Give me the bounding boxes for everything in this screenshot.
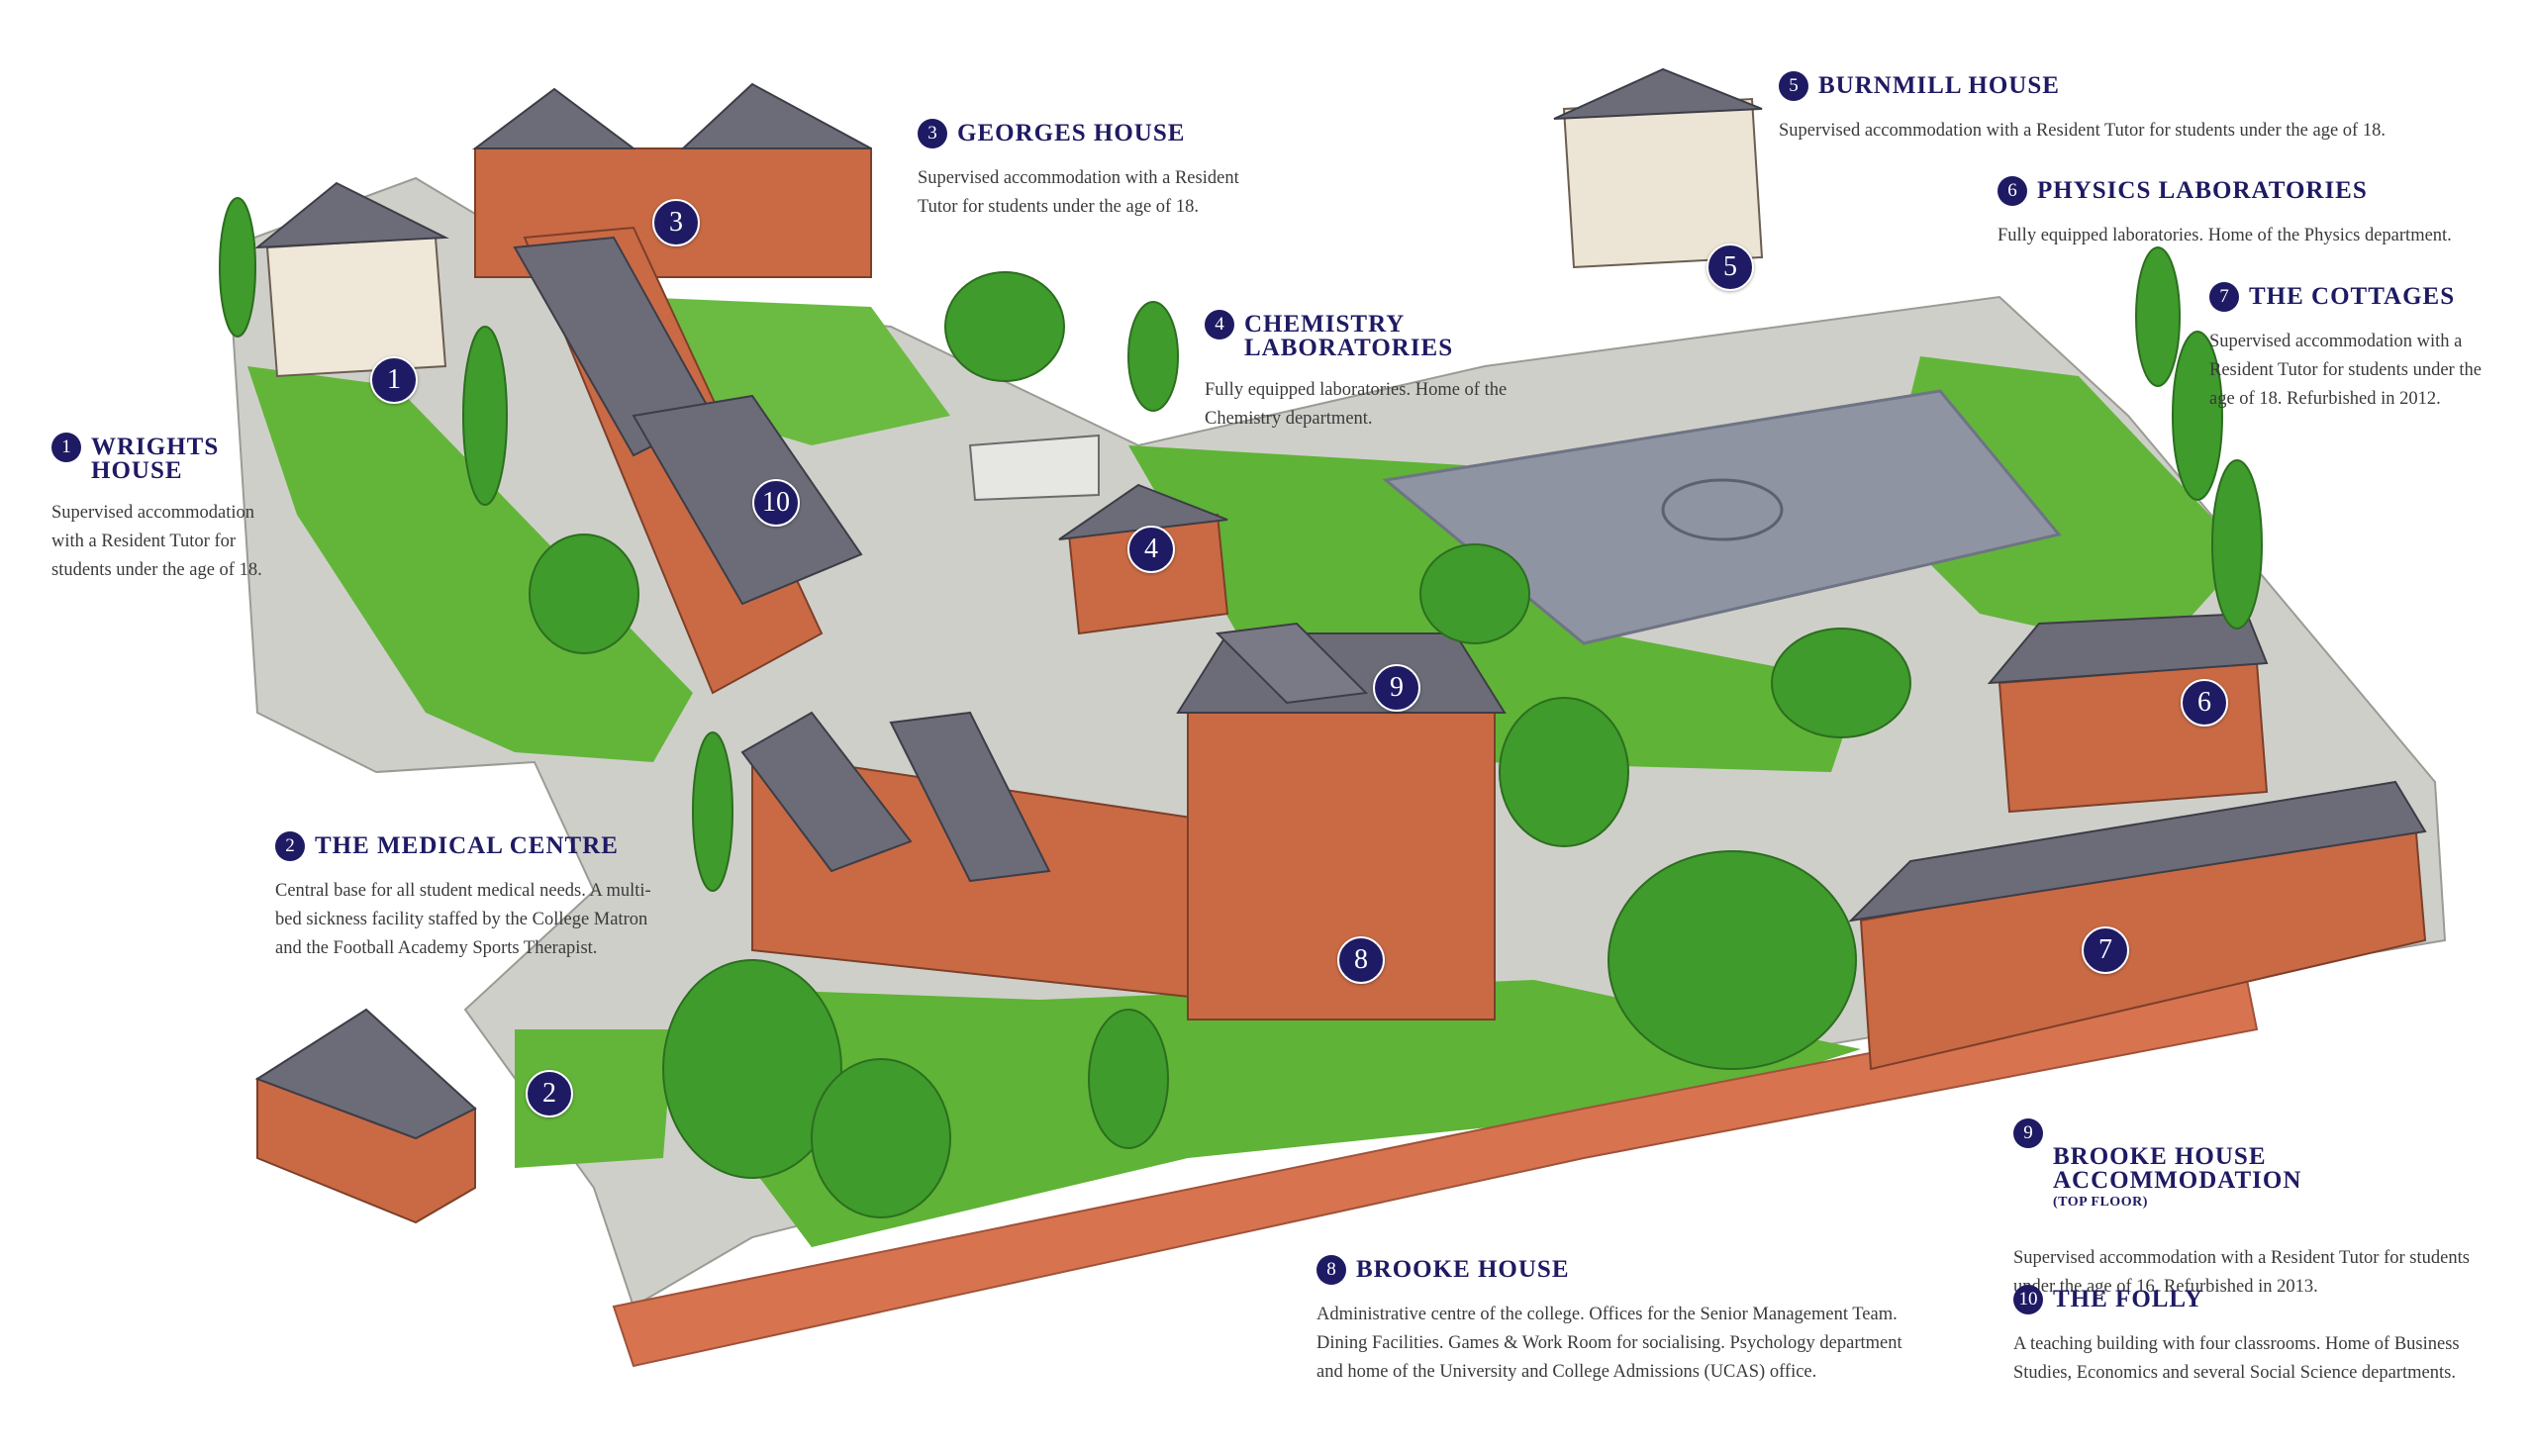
map-marker-5[interactable]: 5 (1706, 243, 1754, 291)
legend-title: 8 BROOKE HOUSE (1316, 1255, 1990, 1285)
map-marker-4[interactable]: 4 (1127, 526, 1175, 573)
legend-title: 2 THE MEDICAL CENTRE (275, 831, 701, 861)
number-badge: 10 (2013, 1285, 2043, 1314)
location-name: PHYSICS LABORATORIES (2037, 177, 2368, 204)
location-description: Central base for all student medical nee… (275, 881, 651, 958)
legend-title: 4 CHEMISTRY LABORATORIES (1205, 310, 1601, 360)
legend-title: 3 GEORGES HOUSE (918, 119, 1314, 148)
legend-title: 9 BROOKE HOUSE ACCOMMODATION (TOP FLOOR) (2013, 1118, 2518, 1234)
map-marker-1[interactable]: 1 (370, 356, 418, 404)
legend-physics-laboratories: 6 PHYSICS LABORATORIES Fully equipped la… (1998, 176, 2512, 250)
map-marker-2[interactable]: 2 (526, 1070, 573, 1117)
legend-title: 7 THE COTTAGES (2209, 282, 2526, 312)
location-name-text: BROOKE HOUSE ACCOMMODATION (2053, 1143, 2302, 1194)
number-badge: 8 (1316, 1255, 1346, 1285)
location-description: Fully equipped laboratories. Home of the… (1998, 226, 2452, 245)
location-name: THE COTTAGES (2249, 283, 2456, 310)
south-boundary-wall (612, 978, 2259, 1368)
legend-chemistry-laboratories: 4 CHEMISTRY LABORATORIES Fully equipped … (1205, 310, 1601, 434)
location-name: GEORGES HOUSE (957, 120, 1186, 146)
location-name: CHEMISTRY LABORATORIES (1244, 311, 1454, 361)
location-name: THE FOLLY (2053, 1286, 2203, 1312)
location-description: Supervised accommodation with a Resident… (1779, 121, 2386, 141)
location-description: Supervised accommodation with a Resident… (918, 168, 1239, 217)
location-name: WRIGHTS HOUSE (91, 434, 220, 484)
legend-medical-centre: 2 THE MEDICAL CENTRE Central base for al… (275, 831, 701, 963)
trees (219, 197, 2263, 1218)
number-badge: 5 (1779, 71, 1808, 101)
location-description: Fully equipped laboratories. Home of the… (1205, 380, 1508, 429)
map-marker-10[interactable]: 10 (752, 479, 800, 527)
lawn-south (752, 980, 1861, 1247)
number-badge: 3 (918, 119, 947, 148)
number-badge: 9 (2013, 1118, 2043, 1148)
location-description: A teaching building with four classrooms… (2013, 1334, 2460, 1383)
legend-title: 10 THE FOLLY (2013, 1285, 2518, 1314)
legend-brooke-house: 8 BROOKE HOUSE Administrative centre of … (1316, 1255, 1990, 1387)
number-badge: 1 (51, 433, 81, 462)
legend-burnmill-house: 5 BURNMILL HOUSE Supervised accommodatio… (1779, 71, 2491, 146)
legend-wrights-house: 1 WRIGHTS HOUSE Supervised accommodation… (51, 433, 348, 585)
legend-title: 6 PHYSICS LABORATORIES (1998, 176, 2512, 206)
number-badge: 6 (1998, 176, 2027, 206)
location-name: BURNMILL HOUSE (1818, 72, 2060, 99)
location-name: THE MEDICAL CENTRE (315, 832, 619, 859)
legend-the-cottages: 7 THE COTTAGES Supervised accommodation … (2209, 282, 2526, 414)
location-subtitle: (TOP FLOOR) (2053, 1195, 2148, 1210)
location-description: Administrative centre of the college. Of… (1316, 1305, 1902, 1382)
location-description: Supervised accommodation with a Resident… (2209, 332, 2482, 409)
court-circle (1661, 478, 1784, 541)
location-name: BROOKE HOUSE (1356, 1256, 1570, 1283)
legend-brooke-house-accommodation: 9 BROOKE HOUSE ACCOMMODATION (TOP FLOOR)… (2013, 1118, 2518, 1302)
number-badge: 4 (1205, 310, 1234, 340)
legend-the-folly: 10 THE FOLLY A teaching building with fo… (2013, 1285, 2518, 1388)
legend-title: 1 WRIGHTS HOUSE (51, 433, 348, 483)
map-marker-6[interactable]: 6 (2181, 679, 2228, 727)
map-marker-7[interactable]: 7 (2082, 926, 2129, 974)
location-description: Supervised accommodation with a Resident… (51, 503, 262, 580)
lawn-medical (515, 1029, 673, 1168)
legend-georges-house: 3 GEORGES HOUSE Supervised accommodation… (918, 119, 1314, 222)
legend-title: 5 BURNMILL HOUSE (1779, 71, 2491, 101)
map-marker-3[interactable]: 3 (652, 199, 700, 246)
map-marker-9[interactable]: 9 (1373, 664, 1420, 712)
lawn-wrights (247, 366, 693, 762)
number-badge: 7 (2209, 282, 2239, 312)
location-name: BROOKE HOUSE ACCOMMODATION (TOP FLOOR) (2053, 1118, 2518, 1234)
number-badge: 2 (275, 831, 305, 861)
map-marker-8[interactable]: 8 (1337, 936, 1385, 984)
